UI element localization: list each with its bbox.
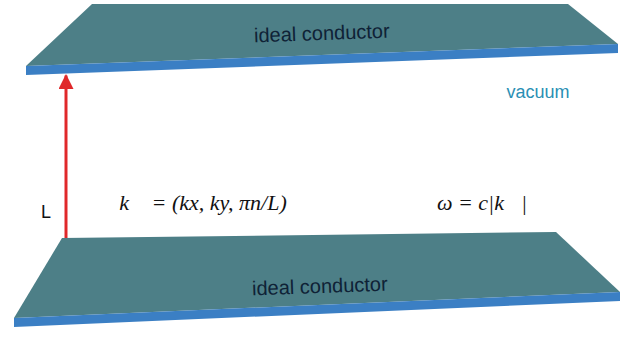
dispersion-formula: ω = c|k⃗|: [437, 190, 527, 216]
plate-front-edge: [26, 44, 618, 75]
wavevector-formula: k⃗ = (kx, ky, πn/L): [119, 190, 287, 216]
plate-label: ideal conductor: [252, 272, 388, 300]
conductor-plate: ideal conductor: [0, 226, 620, 338]
medium-label: vacuum: [506, 82, 569, 103]
dimension-label: L: [41, 202, 51, 223]
conductor-plate: ideal conductor: [0, 0, 620, 84]
plate-label: ideal conductor: [254, 19, 390, 47]
